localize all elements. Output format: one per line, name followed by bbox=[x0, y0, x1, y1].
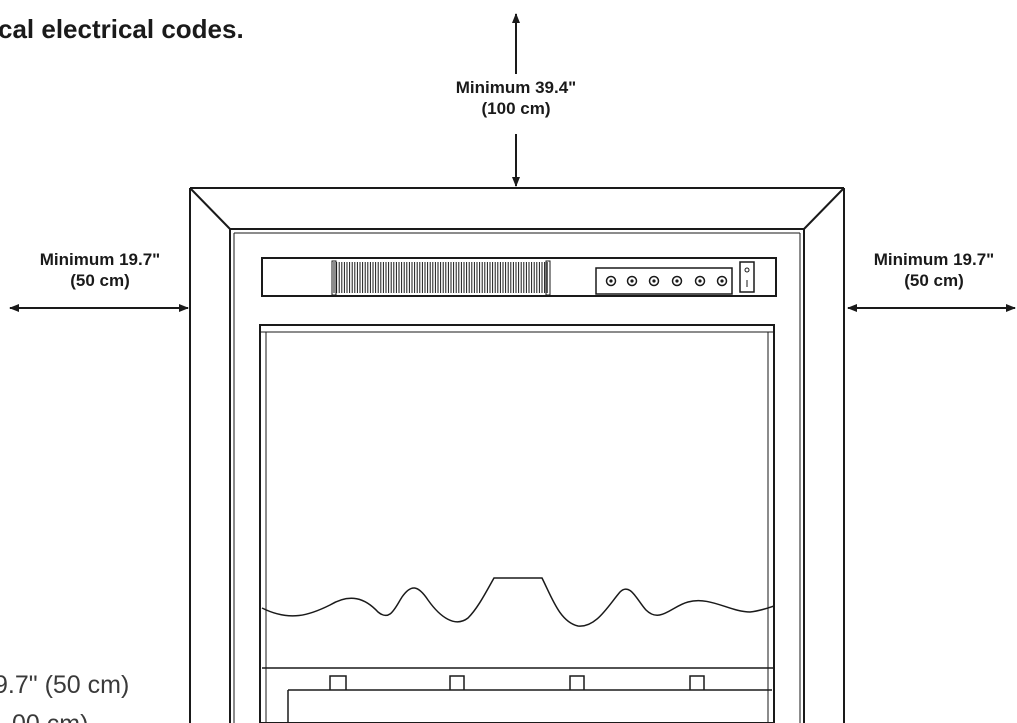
control-knob-icon bbox=[671, 275, 683, 287]
control-knob-icon bbox=[605, 275, 617, 287]
control-knob-icon bbox=[716, 275, 728, 287]
left-clearance-label-line1: Minimum 19.7" bbox=[40, 250, 160, 269]
right-clearance-label-line2: (50 cm) bbox=[904, 271, 964, 290]
firebox bbox=[259, 324, 775, 723]
control-knob-icon bbox=[694, 275, 706, 287]
footnote-line1: 9.7" (50 cm) bbox=[0, 671, 129, 699]
control-knob-icon bbox=[648, 275, 660, 287]
vent-frame-end bbox=[331, 260, 337, 296]
insert-edge bbox=[233, 232, 801, 723]
power-switch bbox=[739, 261, 755, 293]
mantel-frame bbox=[189, 187, 845, 723]
power-switch-on-mark bbox=[744, 267, 750, 273]
control-knobs bbox=[605, 275, 728, 287]
vent-frame-end bbox=[545, 260, 551, 296]
ember-tray bbox=[262, 667, 774, 723]
control-knob-icon bbox=[626, 275, 638, 287]
left-clearance-label-line2: (50 cm) bbox=[70, 271, 130, 290]
footnote-line2: 00 cm) bbox=[12, 710, 88, 723]
top-clearance-label-line1: Minimum 39.4" bbox=[456, 78, 576, 97]
header-text: cal electrical codes. bbox=[0, 14, 244, 44]
top-clearance-label-line2: (100 cm) bbox=[482, 99, 551, 118]
control-panel bbox=[261, 257, 777, 297]
right-clearance-label-line1: Minimum 19.7" bbox=[874, 250, 994, 269]
heater-vent-grille bbox=[331, 260, 551, 296]
flame-log-silhouette bbox=[261, 577, 775, 627]
